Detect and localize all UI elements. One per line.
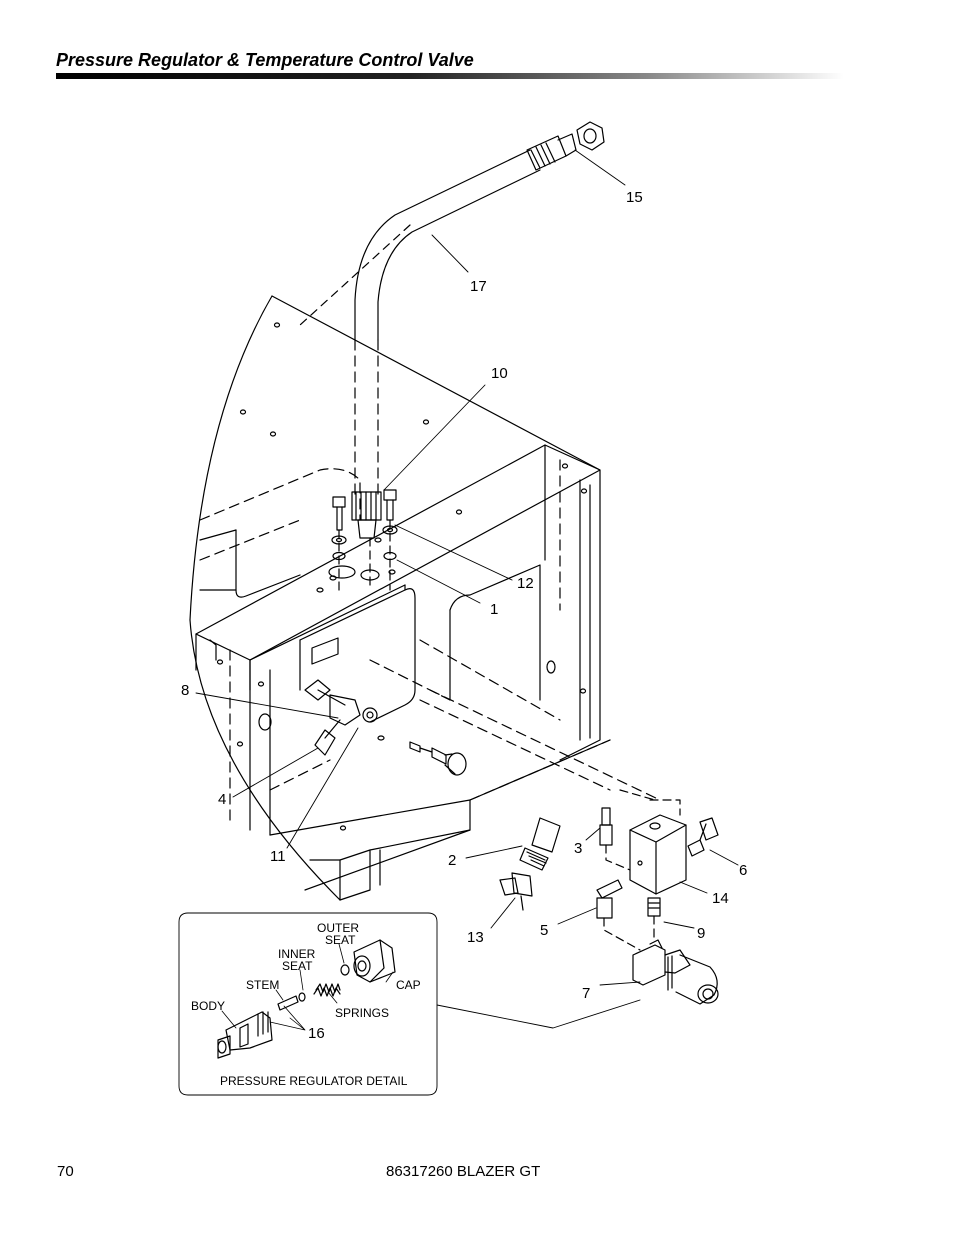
callout-3: 3 — [574, 840, 582, 857]
callout-10: 10 — [491, 365, 508, 382]
detail-label-springs: SPRINGS — [335, 1006, 389, 1020]
detail-label-body: BODY — [191, 999, 225, 1013]
callout-4: 4 — [218, 791, 226, 808]
callout-9: 9 — [697, 925, 705, 942]
detail-labels: OUTER SEAT INNER SEAT STEM CAP BODY SPRI… — [191, 921, 421, 1088]
callout-17: 17 — [470, 278, 487, 295]
title-rule — [56, 73, 844, 79]
detail-label-cap: CAP — [396, 978, 421, 992]
bolts-and-washers — [331, 489, 398, 591]
pressure-regulator-detail — [178, 912, 641, 1096]
detail-label-inner-seat: SEAT — [282, 959, 313, 973]
callout-12: 12 — [517, 575, 534, 592]
callout-15: 15 — [626, 189, 643, 206]
detail-label-outer-seat: SEAT — [325, 933, 356, 947]
callout-8: 8 — [181, 682, 189, 699]
detail-label-inner: INNER — [278, 947, 316, 961]
pressure-regulator — [632, 939, 719, 1005]
fitting-nut — [576, 121, 605, 151]
front-valve-fittings — [304, 679, 467, 776]
callout-13: 13 — [467, 929, 484, 946]
callout-16: 16 — [308, 1025, 325, 1042]
hose-assembly — [299, 121, 605, 539]
callout-2: 2 — [448, 852, 456, 869]
callout-7: 7 — [582, 985, 590, 1002]
callout-5: 5 — [540, 922, 548, 939]
detail-title: PRESSURE REGULATOR DETAIL — [220, 1074, 408, 1088]
page-number: 70 — [57, 1163, 74, 1180]
callout-14: 14 — [712, 890, 729, 907]
detail-label-outer: OUTER — [317, 921, 359, 935]
callout-1: 1 — [490, 601, 498, 618]
detail-label-stem: STEM — [246, 978, 279, 992]
document-id: 86317260 BLAZER GT — [386, 1163, 541, 1180]
strainer-and-elbow — [499, 817, 561, 911]
callout-leaders — [195, 149, 739, 986]
mounting-frame — [189, 295, 661, 901]
callout-6: 6 — [739, 862, 747, 879]
control-valve-block — [596, 789, 719, 951]
callout-11: 11 — [270, 848, 286, 865]
callout-numbers: 15 17 10 12 1 8 4 11 2 3 6 14 5 9 13 7 1… — [181, 189, 747, 1042]
page-title: Pressure Regulator & Temperature Control… — [56, 50, 474, 70]
